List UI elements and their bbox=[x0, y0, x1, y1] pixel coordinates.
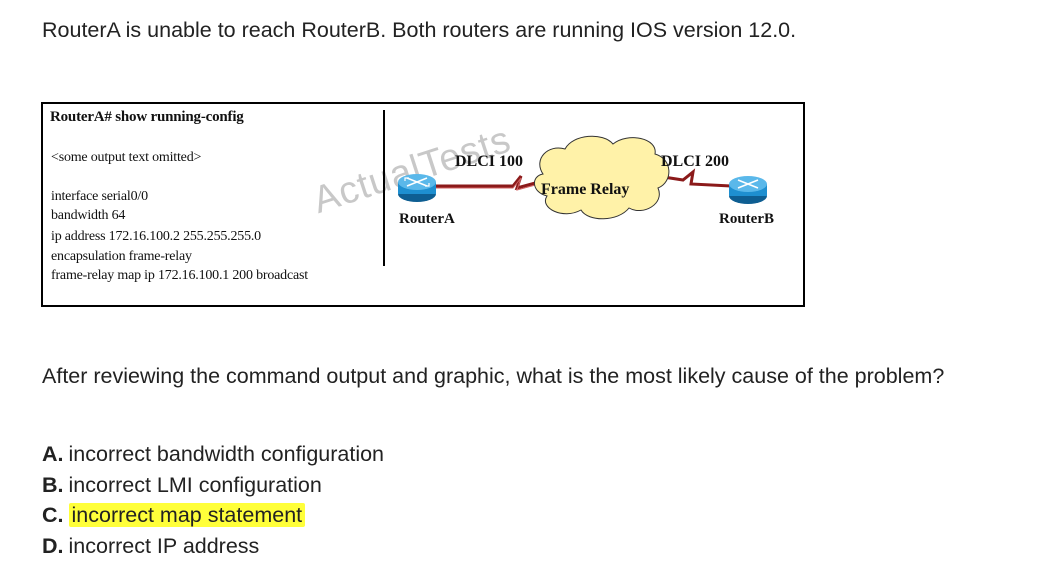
frame-relay-diagram: DLCI 100 DLCI 200 Frame Relay RouterA Ro… bbox=[43, 104, 803, 305]
choice-text: incorrect LMI configuration bbox=[68, 472, 322, 497]
config-line: ip address 172.16.100.2 255.255.255.0 bbox=[51, 229, 261, 244]
exhibit-divider bbox=[383, 110, 385, 266]
config-line: <some output text omitted> bbox=[51, 150, 202, 165]
choice-text: incorrect IP address bbox=[68, 533, 260, 558]
choice-a[interactable]: A.incorrect bandwidth configuration bbox=[42, 440, 384, 471]
config-line: frame-relay map ip 172.16.100.1 200 broa… bbox=[51, 268, 308, 283]
choice-letter: C. bbox=[42, 503, 64, 527]
question-prompt: After reviewing the command output and g… bbox=[42, 364, 945, 388]
link-b bbox=[656, 168, 732, 188]
answer-choices: A.incorrect bandwidth configuration B.in… bbox=[42, 440, 384, 562]
question-intro: RouterA is unable to reach RouterB. Both… bbox=[42, 18, 797, 42]
diagram-graphics bbox=[398, 135, 767, 220]
link-a bbox=[431, 175, 540, 191]
choice-letter: A. bbox=[42, 442, 64, 466]
choice-text: incorrect bandwidth configuration bbox=[68, 442, 385, 466]
choice-text-highlighted: incorrect map statement bbox=[68, 503, 306, 527]
router-a-label: RouterA bbox=[399, 211, 455, 227]
frame-relay-cloud bbox=[534, 135, 670, 220]
choice-letter: D. bbox=[42, 533, 64, 558]
choice-d[interactable]: D.incorrect IP address bbox=[42, 532, 384, 563]
choice-c[interactable]: C.incorrect map statement bbox=[42, 501, 384, 532]
dlci-a-label: DLCI 100 bbox=[455, 153, 524, 170]
router-b-label: RouterB bbox=[719, 211, 774, 227]
router-a-icon bbox=[398, 174, 436, 202]
config-line: bandwidth 64 bbox=[51, 208, 126, 223]
dlci-b-label: DLCI 200 bbox=[661, 153, 730, 170]
config-line: encapsulation frame-relay bbox=[51, 249, 192, 264]
running-config-panel: RouterA# show running-config <some outpu… bbox=[43, 104, 385, 305]
config-line: interface serial0/0 bbox=[51, 189, 148, 204]
choice-letter: B. bbox=[42, 472, 64, 497]
router-b-icon bbox=[729, 176, 767, 204]
link-a-highlight bbox=[431, 177, 540, 191]
choice-b[interactable]: B.incorrect LMI configuration bbox=[42, 471, 384, 502]
cloud-label: Frame Relay bbox=[541, 181, 630, 198]
config-title: RouterA# show running-config bbox=[50, 109, 244, 125]
exhibit-figure: ActualTests RouterA# show running-config… bbox=[41, 102, 805, 307]
